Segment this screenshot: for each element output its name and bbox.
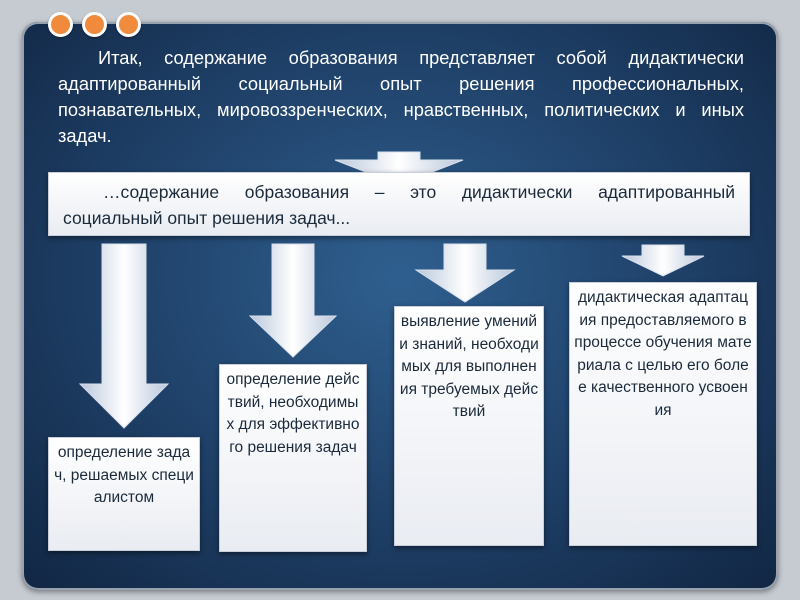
arrow-step-4-icon — [621, 244, 705, 277]
arrow-step-1-icon — [78, 243, 170, 429]
step-box-1: определение задач, решаемых специалистом — [48, 437, 200, 551]
step-box-2: определение действий, необходимых для эф… — [219, 364, 367, 552]
decor-dot-icon — [116, 12, 141, 37]
step-box-4: дидактическая адаптация предоставляемого… — [569, 282, 757, 546]
arrow-step-2-icon — [248, 243, 338, 358]
decor-dots — [48, 12, 141, 40]
decor-dot-icon — [82, 12, 107, 37]
intro-text: Итак, содержание образования представляе… — [58, 47, 744, 146]
decor-dot-icon — [48, 12, 73, 37]
definition-box: …содержание образования – это дидактичес… — [48, 172, 750, 236]
step-box-3: выявление умений и знаний, необходимых д… — [394, 306, 544, 546]
arrow-step-3-icon — [414, 243, 516, 303]
intro-paragraph: Итак, содержание образования представляе… — [58, 45, 744, 149]
